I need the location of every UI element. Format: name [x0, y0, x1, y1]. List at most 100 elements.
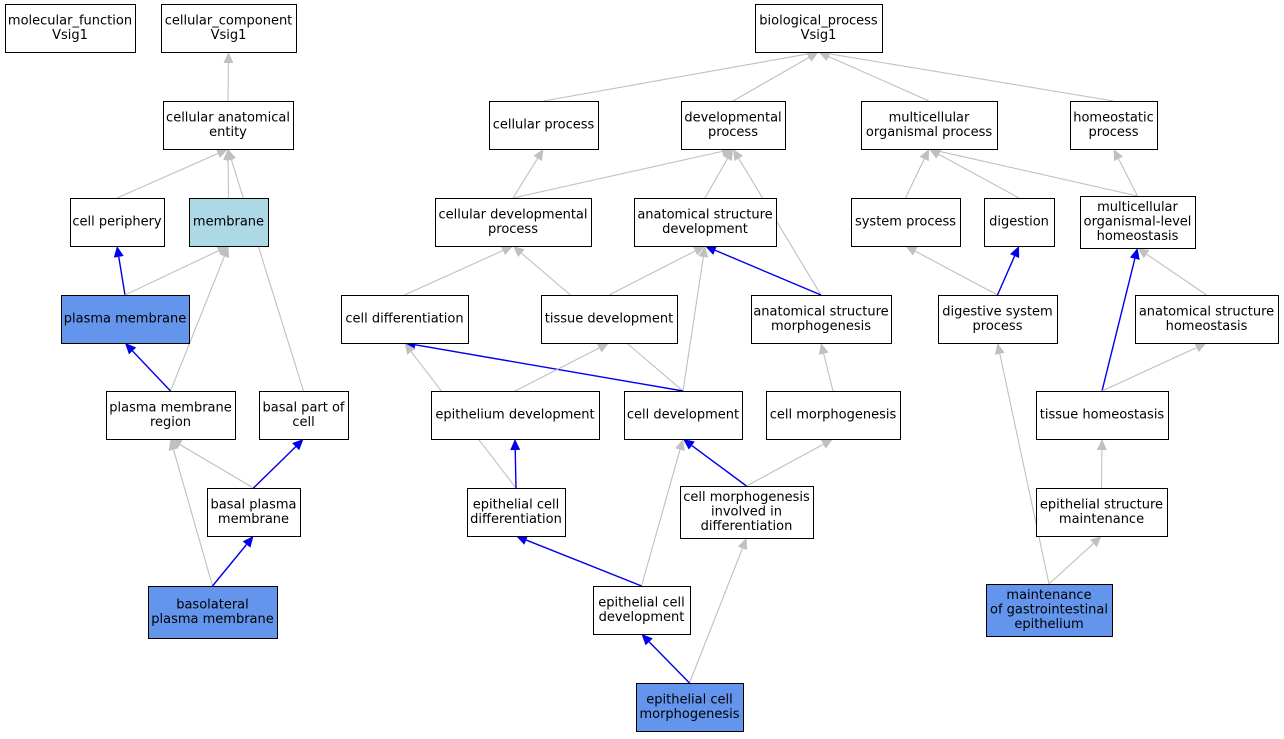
edge-arrowhead	[404, 343, 416, 355]
node-celldev[interactable]: cell development	[624, 391, 743, 440]
node-epidev[interactable]: epithelium development	[431, 391, 600, 440]
edge-line	[124, 250, 219, 296]
edge-cellproc-to-bp	[543, 49, 819, 102]
node-label: organismal-level	[1084, 215, 1192, 230]
edge-arrowhead	[692, 246, 705, 256]
node-label: basolateral	[176, 597, 249, 612]
node-label: differentiation	[470, 512, 562, 527]
edge-cellmorph-to-asm	[818, 343, 834, 392]
node-label: biological_process	[759, 13, 878, 28]
edge-arrowhead	[513, 246, 525, 257]
node-label: cell	[292, 415, 314, 430]
edge-line	[732, 56, 810, 102]
node-label: basal part of	[262, 400, 344, 415]
node-cellmorph[interactable]: cell morphogenesis	[766, 391, 901, 440]
node-pm[interactable]: plasma membrane	[61, 295, 190, 344]
edge-line	[714, 249, 822, 296]
node-label: epithelial structure	[1040, 497, 1163, 512]
node-tisshom[interactable]: tissue homeostasis	[1036, 391, 1169, 440]
edge-epidev-to-tissdev	[514, 343, 609, 392]
edge-arrowhead	[170, 439, 183, 449]
node-box	[1036, 488, 1168, 537]
node-label: digestive system	[942, 304, 1052, 319]
edge-line	[999, 353, 1050, 585]
edge-dsp-to-sysproc	[905, 246, 998, 296]
edge-cmid-to-cellmorph	[746, 439, 833, 487]
edge-mclh-to-homproc	[1113, 149, 1138, 197]
edge-line	[738, 158, 822, 296]
node-digestion[interactable]: digestion	[984, 198, 1055, 247]
node-box	[489, 101, 599, 150]
edge-pm-to-membrane	[124, 246, 229, 296]
node-label: cellular process	[493, 118, 595, 133]
node-label: entity	[209, 125, 247, 140]
node-tissdev[interactable]: tissue development	[541, 295, 678, 344]
edge-line	[525, 539, 642, 587]
node-label: morphogenesis	[639, 707, 739, 722]
node-membrane[interactable]: membrane	[189, 198, 269, 247]
node-box	[161, 4, 297, 53]
node-sysproc[interactable]: system process	[851, 198, 961, 247]
edge-celldiff-to-celldevproc	[404, 245, 513, 296]
edge-tisshom-to-mclh	[1101, 248, 1140, 392]
node-label: of gastrointestinal	[990, 603, 1108, 618]
node-cellper[interactable]: cell periphery	[70, 198, 165, 247]
edge-homproc-to-bp	[818, 48, 1114, 102]
node-box	[106, 391, 236, 440]
node-box	[148, 586, 278, 639]
edge-line	[1146, 253, 1207, 296]
node-label: tissue development	[545, 312, 673, 327]
edge-arrowhead	[219, 246, 230, 259]
node-label: morphogenesis	[771, 319, 871, 334]
edge-arrowhead	[292, 439, 304, 451]
node-label: epithelium development	[435, 408, 594, 423]
node-label: process	[973, 319, 1023, 334]
node-box	[1070, 101, 1158, 150]
edge-line	[169, 256, 225, 392]
node-label: involved in	[711, 505, 782, 520]
node-cellproc[interactable]: cellular process	[489, 101, 599, 150]
edge-arrowhead	[242, 536, 254, 548]
node-box	[851, 198, 961, 247]
edge-line	[648, 641, 691, 684]
node-box	[341, 295, 469, 344]
node-label: homeostasis	[1097, 229, 1179, 244]
edge-line	[704, 158, 729, 199]
edge-ecdev-to-ecd	[516, 535, 642, 587]
edge-bpm-to-bpc	[253, 439, 304, 489]
edge-line	[939, 150, 1138, 197]
node-label: Vsig1	[801, 28, 837, 43]
edge-arrowhead	[1137, 248, 1150, 259]
edge-arrowhead	[905, 246, 918, 256]
node-box	[624, 391, 743, 440]
node-label: membrane	[218, 512, 289, 527]
node-box	[751, 295, 892, 344]
node-celldiff[interactable]: cell differentiation	[341, 295, 469, 344]
edge-mcop-to-bp	[818, 51, 930, 102]
edge-arrowhead	[596, 343, 609, 353]
edge-ecd-to-epidev	[510, 439, 521, 489]
